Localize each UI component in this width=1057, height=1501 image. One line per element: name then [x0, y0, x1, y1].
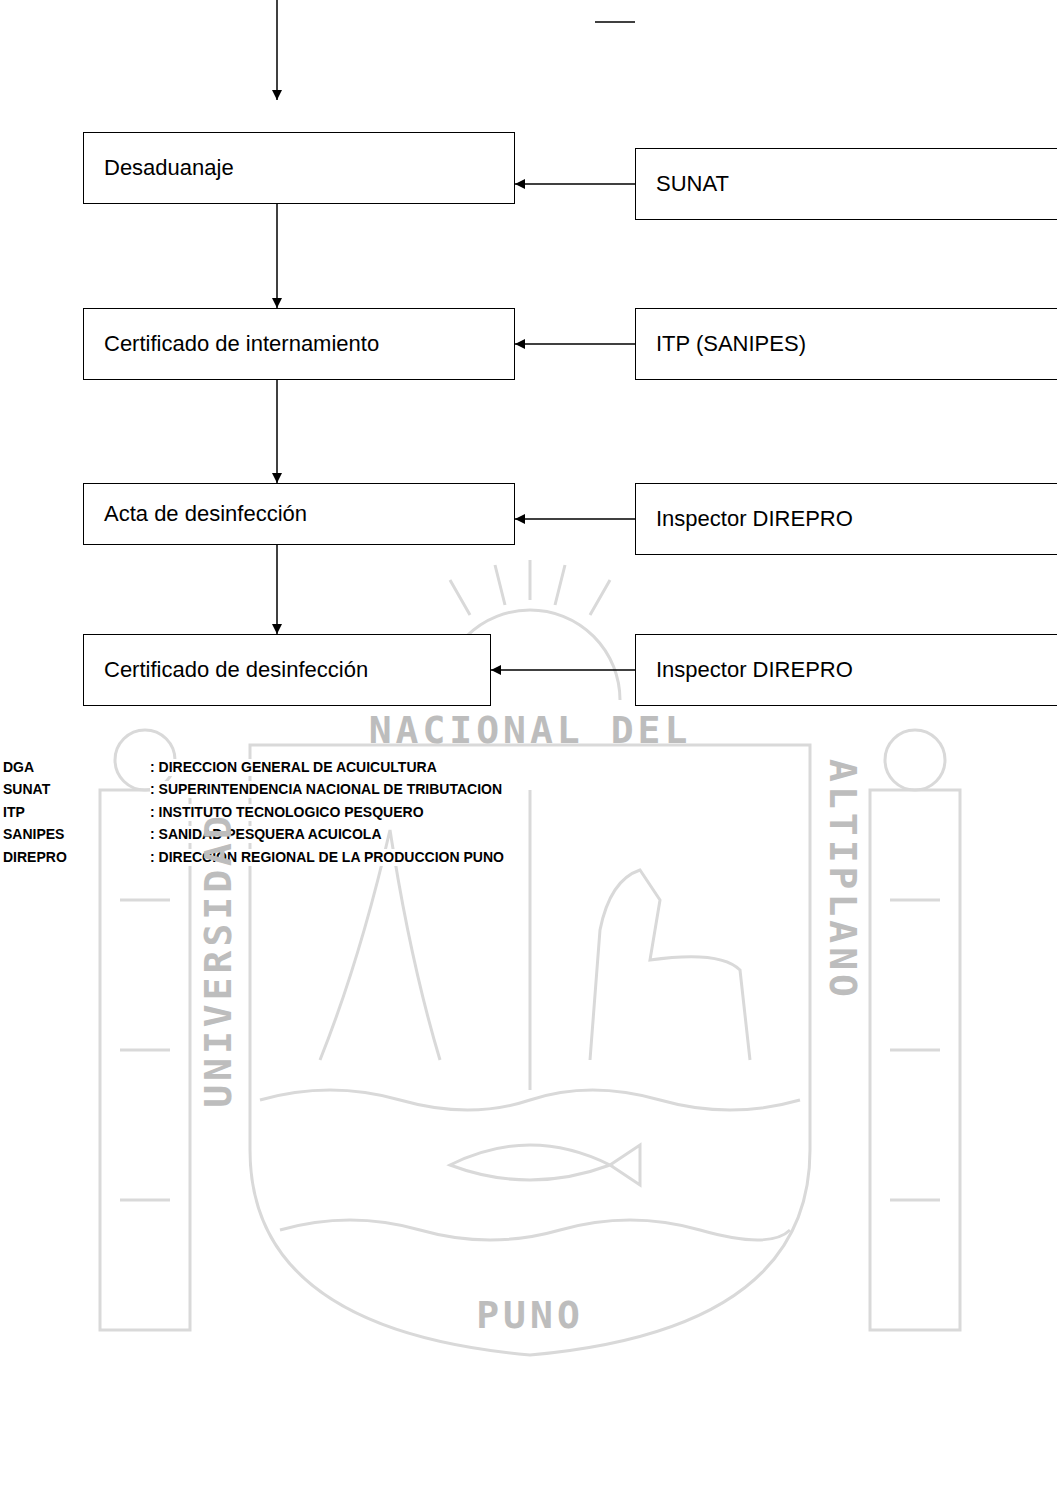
process-box: Desaduanaje: [83, 132, 515, 204]
flow-arrow: [276, 545, 278, 634]
abbreviation: DGA: [3, 759, 34, 776]
incoming-arrow: [276, 0, 278, 100]
flow-arrow: [276, 380, 278, 483]
abbreviation: ITP: [3, 804, 25, 821]
agency-box: SUNAT: [635, 148, 1057, 220]
box-text: Certificado de desinfección: [84, 657, 380, 683]
water-wave: [280, 1220, 790, 1240]
watermark-text: PUNO: [476, 1295, 584, 1335]
shield-divider: [529, 790, 532, 1090]
agency-box: Inspector DIREPRO: [635, 483, 1057, 555]
box-text: SUNAT: [636, 171, 741, 197]
flow-arrow: [515, 518, 635, 520]
right-pillar: [870, 790, 960, 1330]
flow-arrow: [276, 204, 278, 308]
left-pillar: [100, 790, 190, 1330]
watermark-text: NACIONAL DEL: [369, 710, 692, 750]
box-text: Desaduanaje: [84, 155, 246, 181]
abbreviation-meaning: : SANIDAD PESQUERA ACUICOLA: [150, 826, 382, 843]
flow-arrow: [491, 669, 635, 671]
box-text: Inspector DIREPRO: [636, 657, 865, 683]
pillar-bands: [120, 900, 940, 1200]
llama-shape: [590, 870, 750, 1060]
abbreviation: SUNAT: [3, 781, 50, 798]
agency-box: Inspector DIREPRO: [635, 634, 1057, 706]
abbreviation-meaning: : DIRECCION GENERAL DE ACUICULTURA: [150, 759, 437, 776]
box-text: Inspector DIREPRO: [636, 506, 865, 532]
abbreviation: DIREPRO: [3, 849, 67, 866]
process-box: Acta de desinfección: [83, 483, 515, 545]
process-box: Certificado de desinfección: [83, 634, 491, 706]
box-text: ITP (SANIPES): [636, 331, 818, 357]
abbreviation: SANIPES: [3, 826, 64, 843]
abbreviation-meaning: : SUPERINTENDENCIA NACIONAL DE TRIBUTACI…: [150, 781, 502, 798]
agency-box: ITP (SANIPES): [635, 308, 1057, 380]
process-box: Certificado de internamiento: [83, 308, 515, 380]
sun-rays: [450, 560, 610, 615]
box-text: Certificado de internamiento: [84, 331, 391, 357]
stray-line: [595, 21, 635, 23]
water-wave: [260, 1090, 800, 1110]
watermark-text: UNIVERSIDAD: [198, 812, 238, 1108]
box-text: Acta de desinfección: [84, 501, 319, 527]
flow-arrow: [515, 343, 635, 345]
fish-shape: [450, 1145, 640, 1185]
abbreviation-meaning: : INSTITUTO TECNOLOGICO PESQUERO: [150, 804, 424, 821]
flow-arrow: [515, 183, 635, 185]
pillar-ornament: [885, 730, 945, 790]
watermark-text: ALTIPLANO: [823, 759, 863, 1001]
